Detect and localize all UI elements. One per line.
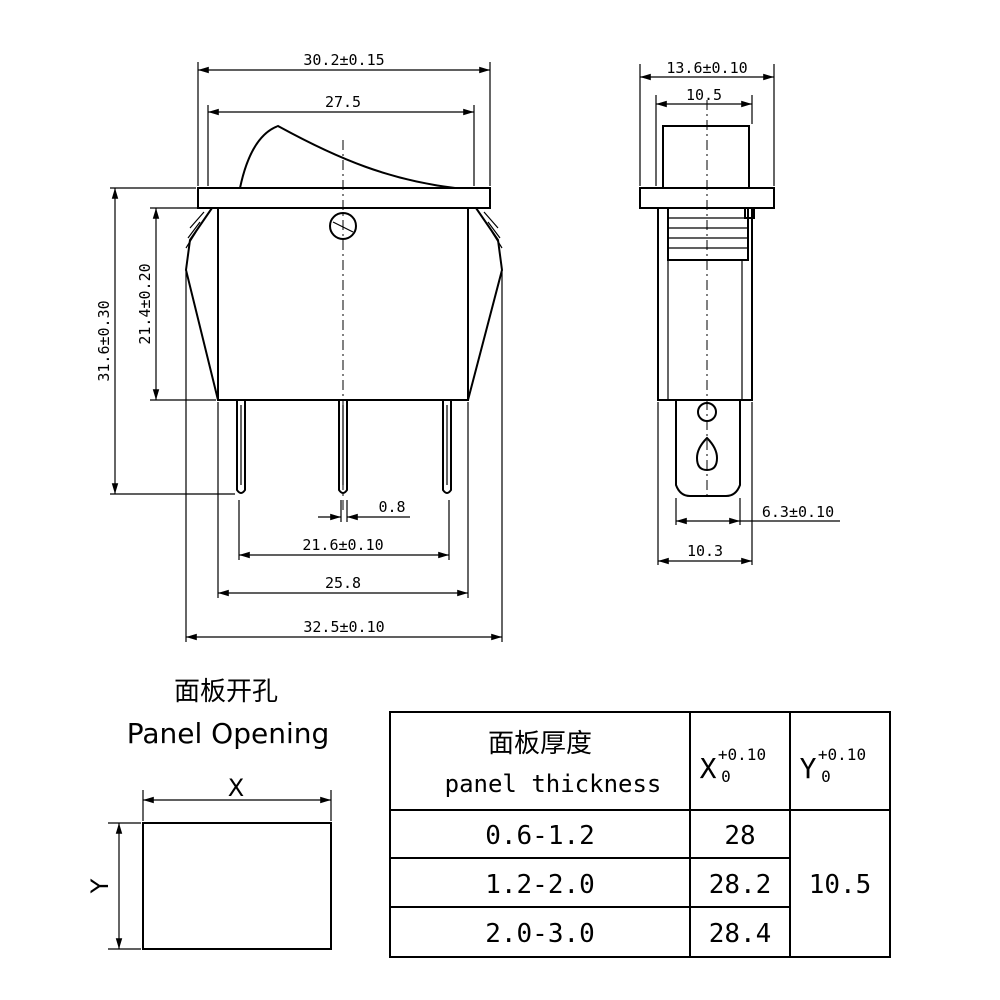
indicator-circle — [329, 212, 357, 240]
panel-y-label: Y — [86, 878, 114, 894]
side-rocker — [662, 125, 750, 189]
panel-opening-rect — [142, 822, 332, 950]
table-header-x-sup: +0.10 — [718, 745, 766, 764]
right-clip — [467, 207, 504, 401]
dim-body-height: 21.4±0.20 — [136, 263, 154, 344]
left-clip — [184, 207, 219, 401]
table-header-y: Y — [800, 752, 817, 785]
side-dim-top-overall: 13.6±0.10 — [666, 59, 747, 77]
dim-top-inner: 27.5 — [325, 93, 361, 111]
panel-opening-title-en: Panel Opening — [127, 717, 330, 750]
panel-x-label: X — [228, 774, 244, 802]
side-view: 13.6±0.10 10.5 6.3±0.10 10.3 — [639, 59, 840, 565]
pin-middle — [338, 400, 348, 494]
table-row-thickness: 1.2-2.0 — [485, 870, 595, 900]
side-body — [657, 208, 753, 401]
dim-pin-pitch: 21.6±0.10 — [302, 536, 383, 554]
table-header-x: X — [700, 752, 717, 785]
front-flange — [197, 187, 491, 209]
table-row-x: 28.2 — [709, 870, 772, 900]
dim-pin-width: 0.8 — [378, 498, 405, 516]
panel-opening-title-cn: 面板开孔 — [174, 677, 278, 707]
dim-total-height: 31.6±0.30 — [95, 300, 113, 381]
pin-right — [442, 400, 452, 494]
panel-opening: 面板开孔 Panel Opening X Y — [86, 677, 332, 950]
dim-top-overall: 30.2±0.15 — [303, 51, 384, 69]
dim-body-width: 25.8 — [325, 574, 361, 592]
pin-left — [236, 400, 246, 494]
table-row-x: 28.4 — [709, 919, 772, 949]
table-y-value: 10.5 — [809, 870, 872, 900]
table-header-thickness-en: panel thickness — [445, 770, 662, 798]
side-dim-top-inner: 10.5 — [686, 86, 722, 104]
side-dim-bottom-width: 10.3 — [687, 542, 723, 560]
side-dim-terminal-width: 6.3±0.10 — [762, 503, 834, 521]
table-header-y-sup: +0.10 — [818, 745, 866, 764]
table-header-y-sub: 0 — [821, 767, 831, 786]
table-row-x: 28 — [724, 821, 755, 851]
rocker-actuator — [239, 124, 456, 189]
dim-total-width: 32.5±0.10 — [303, 618, 384, 636]
table-header-x-sub: 0 — [721, 767, 731, 786]
table-row-thickness: 0.6-1.2 — [485, 821, 595, 851]
front-view: 30.2±0.15 27.5 21.6±0.10 0.8 25.8 32.5±0… — [95, 51, 504, 642]
table-row-thickness: 2.0-3.0 — [485, 919, 595, 949]
table-header-thickness-cn: 面板厚度 — [488, 729, 592, 759]
side-terminal — [675, 400, 741, 497]
thickness-table: 面板厚度 panel thickness X +0.10 0 Y +0.10 0… — [389, 711, 891, 958]
